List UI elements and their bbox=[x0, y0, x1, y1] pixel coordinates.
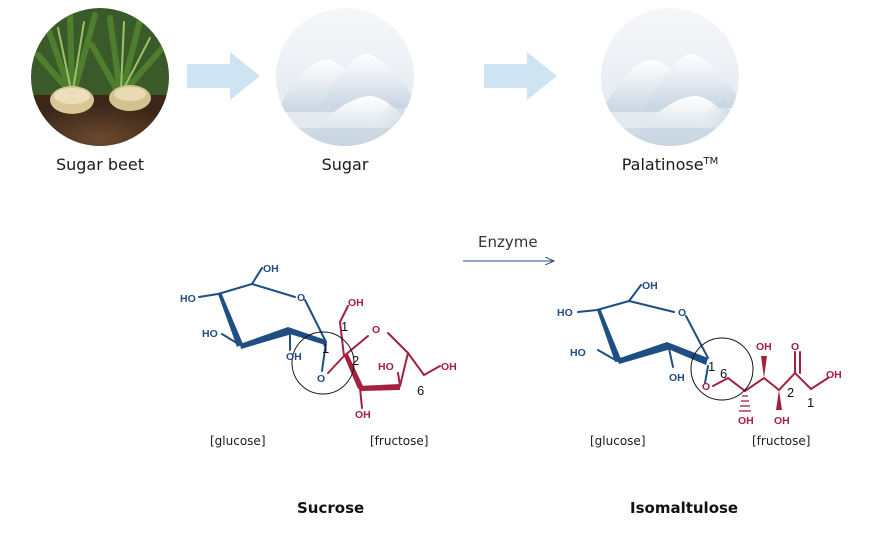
sucrose-glycosidic-o: O bbox=[317, 373, 325, 385]
iso-position-6: 6 bbox=[720, 366, 727, 381]
palatinose-image bbox=[601, 8, 739, 146]
sucrose-ho-fructose: HO bbox=[378, 361, 394, 373]
palatinose-label: PalatinoseTM bbox=[595, 155, 745, 174]
sucrose-position-1: 1 bbox=[322, 341, 329, 356]
isomaltulose-title: Isomaltulose bbox=[630, 499, 739, 517]
flow-arrow-2 bbox=[484, 52, 557, 100]
enzyme-label: Enzyme bbox=[478, 233, 538, 251]
iso-oh-c3: OH bbox=[774, 415, 790, 427]
iso-oh-glucose-c2: OH bbox=[669, 372, 685, 384]
iso-position-2: 2 bbox=[787, 385, 794, 400]
sucrose-oh-fructose-top: OH bbox=[348, 297, 364, 309]
sucrose-oh-fructose-right: OH bbox=[441, 361, 457, 373]
sugar-beet-label: Sugar beet bbox=[55, 155, 145, 174]
sucrose-ho-bottom: HO bbox=[202, 328, 218, 340]
iso-position-1-fructose: 1 bbox=[807, 395, 814, 410]
sucrose-glucose-label: [glucose] bbox=[210, 434, 266, 448]
sucrose-oh-fructose-bottom: OH bbox=[355, 409, 371, 421]
sucrose-position-1-fructose: 1 bbox=[341, 319, 348, 334]
sucrose-ho-left: HO bbox=[180, 293, 196, 305]
iso-ring-o-glucose: O bbox=[678, 307, 686, 319]
sucrose-ring-o-glucose: O bbox=[297, 292, 305, 304]
sugar-image bbox=[276, 8, 414, 146]
sucrose-position-2: 2 bbox=[352, 353, 359, 368]
sugar-label: Sugar bbox=[321, 155, 369, 174]
palatinose-name: Palatinose bbox=[621, 155, 704, 174]
sugar-beet-image bbox=[31, 8, 169, 146]
iso-oh-c4: OH bbox=[756, 341, 772, 353]
iso-oh-top: OH bbox=[642, 280, 658, 292]
iso-oh-c1: OH bbox=[826, 369, 842, 381]
sucrose-oh-glucose-c2: OH bbox=[286, 351, 302, 363]
isomaltulose-glucose-label: [glucose] bbox=[590, 434, 646, 448]
isomaltulose-fructose-label: [fructose] bbox=[752, 434, 811, 448]
iso-keto-o: O bbox=[791, 341, 799, 353]
sucrose-fructose-label: [fructose] bbox=[370, 434, 429, 448]
iso-ho-left: HO bbox=[557, 307, 573, 319]
isomaltulose-structure: OH HO HO O OH O OH OH OH O OH 1 6 2 1 bbox=[557, 280, 842, 427]
sucrose-title: Sucrose bbox=[297, 499, 365, 517]
iso-oh-c5: OH bbox=[738, 415, 754, 427]
sucrose-position-6: 6 bbox=[417, 383, 424, 398]
sucrose-ring-o-fructose: O bbox=[372, 324, 380, 336]
sucrose-structure: OH HO HO O OH O OH O HO OH OH 1 1 2 6 bbox=[180, 263, 457, 421]
trademark-mark: TM bbox=[703, 156, 719, 167]
iso-ho-bottom: HO bbox=[570, 347, 586, 359]
iso-position-1-glucose: 1 bbox=[708, 359, 715, 374]
iso-glycosidic-o: O bbox=[702, 381, 710, 393]
flow-arrow-1 bbox=[187, 52, 260, 100]
sucrose-oh-top: OH bbox=[263, 263, 279, 275]
